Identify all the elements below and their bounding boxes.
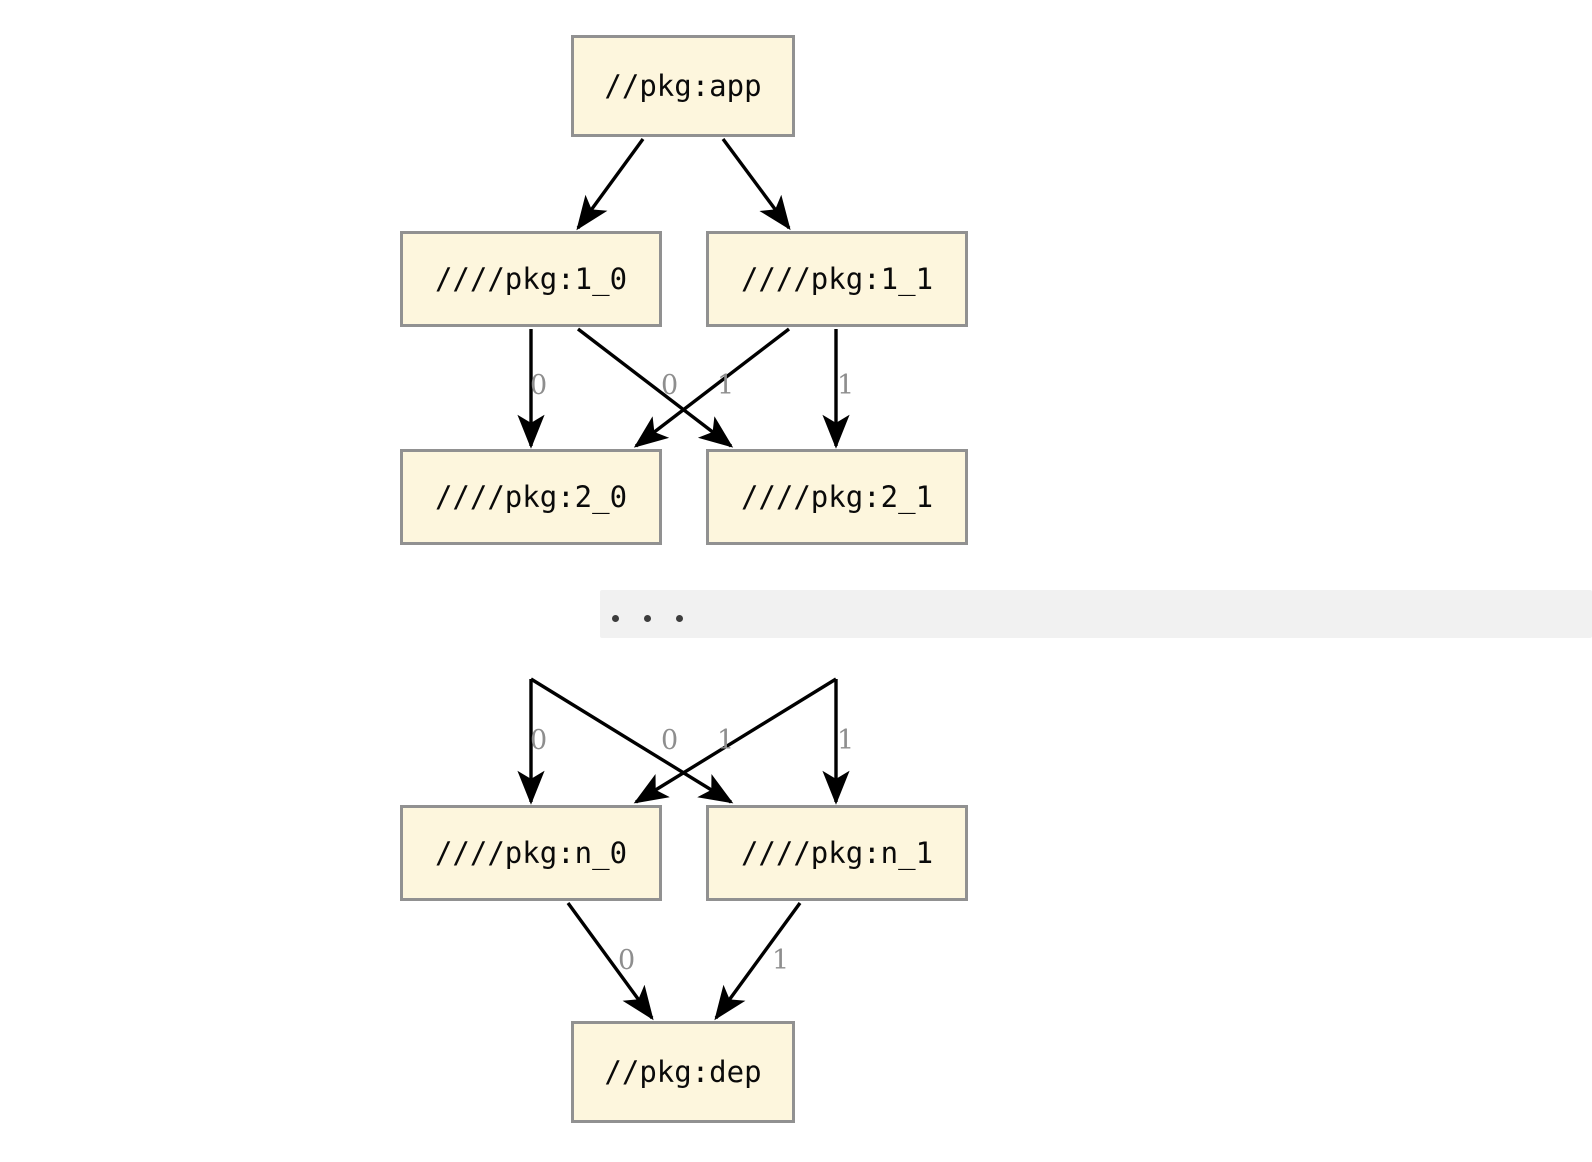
- node-label: ////pkg:1_0: [434, 262, 628, 296]
- node-n2_0[interactable]: ////pkg:2_0: [400, 449, 662, 545]
- node-dep[interactable]: //pkg:dep: [571, 1021, 795, 1123]
- edge-label: 0: [661, 370, 679, 401]
- edge-nn_0-to-dep: [566, 901, 654, 1021]
- ellipsis-dot: [644, 615, 651, 622]
- edge-label: 1: [772, 945, 790, 976]
- edge-label: 1: [837, 725, 855, 756]
- node-nn_1[interactable]: ////pkg:n_1: [706, 805, 968, 901]
- node-nn_0[interactable]: ////pkg:n_0: [400, 805, 662, 901]
- node-n1_1[interactable]: ////pkg:1_1: [706, 231, 968, 327]
- node-n2_1[interactable]: ////pkg:2_1: [706, 449, 968, 545]
- edge-app-to-n1_0: [576, 137, 645, 231]
- node-label: ////pkg:n_0: [434, 836, 628, 870]
- node-label: ////pkg:n_1: [740, 836, 934, 870]
- node-n1_0[interactable]: ////pkg:1_0: [400, 231, 662, 327]
- ellipsis-dot: [676, 615, 683, 622]
- edge-label: 1: [717, 370, 735, 401]
- node-label: ////pkg:1_1: [740, 262, 934, 296]
- edge-label: 0: [618, 945, 636, 976]
- ellipsis-band: [600, 590, 1592, 638]
- edge-dangling-to-nn_0: [633, 677, 837, 804]
- ellipsis-dots: [612, 615, 683, 622]
- node-label: ////pkg:2_1: [740, 480, 934, 514]
- node-label: //pkg:app: [604, 69, 762, 103]
- edges-group: [517, 137, 850, 1021]
- edge-dangling-to-nn_1: [530, 677, 734, 804]
- node-label: ////pkg:2_0: [434, 480, 628, 514]
- ellipsis-dot: [612, 615, 619, 622]
- edge-label: 0: [661, 725, 679, 756]
- edge-nn_1-to-dep: [714, 901, 802, 1021]
- node-app[interactable]: //pkg:app: [571, 35, 795, 137]
- edge-label: 0: [530, 370, 548, 401]
- edge-label: 0: [530, 725, 548, 756]
- edge-label: 1: [717, 725, 735, 756]
- node-label: //pkg:dep: [604, 1055, 762, 1089]
- edge-n1_0-to-n2_1: [576, 327, 734, 448]
- edge-label: 1: [837, 370, 855, 401]
- edge-app-to-n1_1: [721, 137, 791, 231]
- edge-n1_1-to-n2_0: [633, 327, 791, 448]
